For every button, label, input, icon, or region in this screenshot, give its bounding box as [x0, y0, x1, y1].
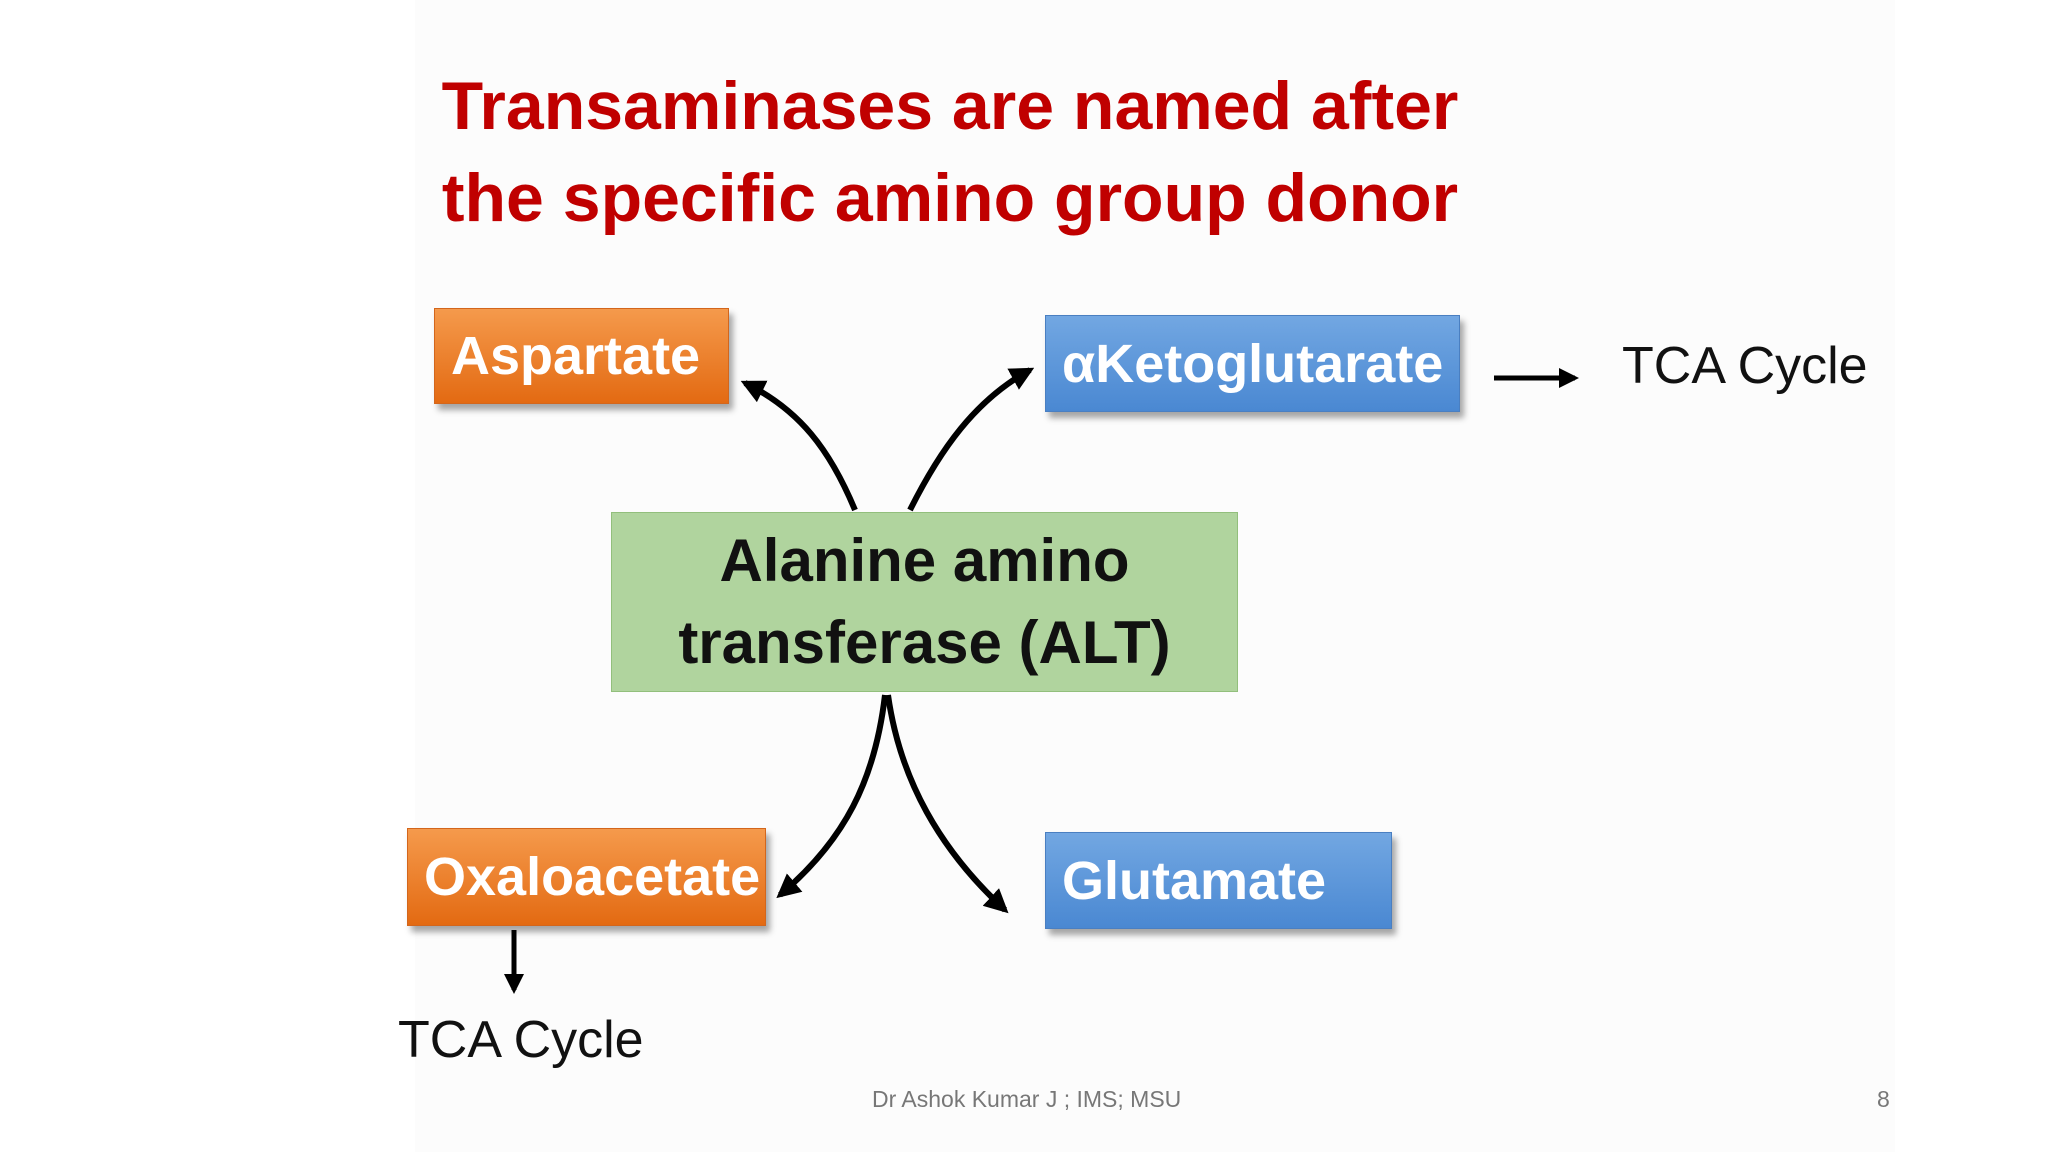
title-line-1: Transaminases are named after: [441, 68, 1459, 144]
alt-enzyme-box: Alanine amino transferase (ALT): [611, 512, 1238, 692]
tca-cycle-label-bottom: TCA Cycle: [398, 1011, 644, 1069]
aspartate-label: Aspartate: [451, 326, 701, 386]
arrow-to-aspartate: [740, 380, 858, 512]
arrow-to-oxaloacetate: [776, 694, 888, 899]
tca-cycle-label-right: TCA Cycle: [1622, 337, 1868, 395]
arrow-to-ketoglutarate: [907, 367, 1035, 512]
oxaloacetate-label: Oxaloacetate: [424, 847, 761, 907]
glutamate-box: Glutamate: [1045, 832, 1392, 929]
slide-number: 8: [1877, 1086, 1890, 1112]
glutamate-label: Glutamate: [1062, 850, 1327, 911]
footer-author: Dr Ashok Kumar J ; IMS; MSU: [872, 1086, 1182, 1112]
arrow-to-glutamate: [885, 694, 1009, 914]
alt-label-line-2: transferase (ALT): [678, 609, 1171, 676]
oxaloacetate-box: Oxaloacetate: [407, 828, 766, 926]
ketoglutarate-label: αKetoglutarate: [1062, 333, 1444, 394]
aspartate-box: Aspartate: [434, 308, 729, 404]
ketoglutarate-box: αKetoglutarate: [1045, 315, 1460, 412]
slide-title: Transaminases are named after the specif…: [430, 60, 1470, 244]
title-line-2: the specific amino group donor: [441, 160, 1459, 236]
alt-label-line-1: Alanine amino: [719, 527, 1130, 594]
